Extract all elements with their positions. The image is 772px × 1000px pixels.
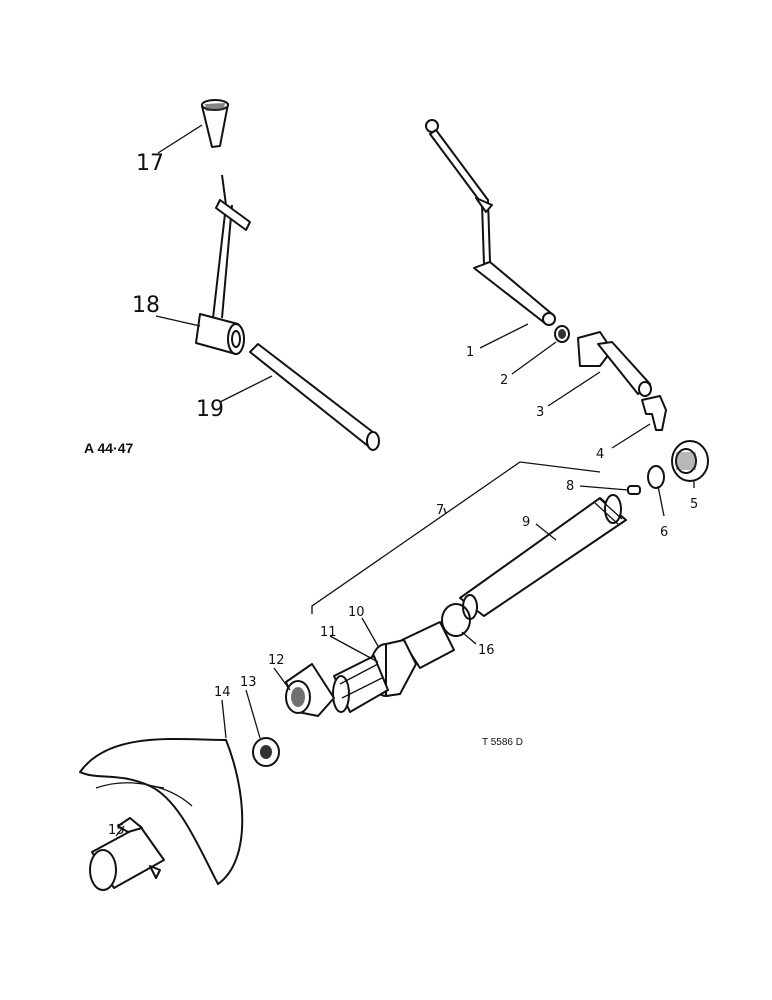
leader-17: [157, 124, 203, 154]
part-13-nut: [252, 737, 280, 767]
leader-8: [579, 485, 629, 491]
leader-19: [219, 375, 273, 403]
callout-13: 13: [240, 675, 257, 690]
part-1-crank-lever: [425, 119, 556, 326]
part-4-clip: [641, 395, 667, 431]
leader-4: [611, 423, 651, 449]
part-16-snap-ring: [441, 603, 471, 637]
callout-16: 16: [478, 643, 495, 658]
callout-11: 11: [320, 625, 337, 640]
leader-10: [361, 617, 379, 647]
part-18-lever: [195, 174, 251, 355]
leader-6: [657, 485, 665, 517]
part-6-circlip: [647, 465, 665, 489]
callout-labels: 17 18 19 1 2 3 4 5 6 7 8 9 10 11 12 13 1…: [108, 151, 698, 838]
leader-12: [273, 667, 291, 691]
leader-1: [479, 323, 529, 349]
callout-9: 9: [522, 515, 530, 530]
callout-8: 8: [566, 479, 574, 494]
part-9-shaft: [459, 494, 627, 620]
callout-2: 2: [500, 373, 508, 388]
callout-7: 7: [436, 503, 444, 518]
part-8-pin: [627, 485, 641, 495]
callout-12: 12: [268, 653, 285, 668]
leader-3: [547, 371, 601, 407]
callout-6: 6: [660, 525, 668, 540]
part-10-11-coupling: [332, 621, 455, 713]
callout-15: 15: [108, 823, 125, 838]
part-14-shield: [79, 737, 244, 885]
leader-16: [461, 631, 477, 645]
part-2-spring: [554, 325, 570, 343]
callout-19: 19: [196, 397, 224, 422]
leader-2: [511, 341, 557, 375]
callout-3: 3: [536, 405, 544, 420]
callout-18: 18: [132, 293, 160, 318]
leader-11: [329, 635, 379, 663]
callout-5: 5: [690, 497, 698, 512]
figure-reference: A 44·47: [84, 440, 134, 456]
callout-17: 17: [136, 151, 164, 176]
part-5-collar: [671, 440, 709, 482]
leader-lines: [115, 124, 695, 837]
drawing-code: T 5586 D: [482, 737, 523, 748]
bracket-7: [311, 461, 601, 614]
part-3-housing: [577, 331, 652, 397]
part-17-knob: [201, 99, 229, 148]
leader-9: [535, 523, 557, 541]
callout-10: 10: [348, 605, 365, 620]
callout-14: 14: [214, 685, 231, 700]
callout-1: 1: [466, 345, 474, 360]
callout-4: 4: [596, 447, 604, 462]
part-12-bearing-flange: [285, 663, 335, 717]
part-19-shaft: [249, 343, 380, 451]
leader-15: [115, 825, 125, 837]
leader-13: [245, 689, 261, 739]
leader-18: [155, 315, 201, 327]
leader-14: [221, 699, 227, 739]
part-15-cap: [89, 817, 165, 891]
